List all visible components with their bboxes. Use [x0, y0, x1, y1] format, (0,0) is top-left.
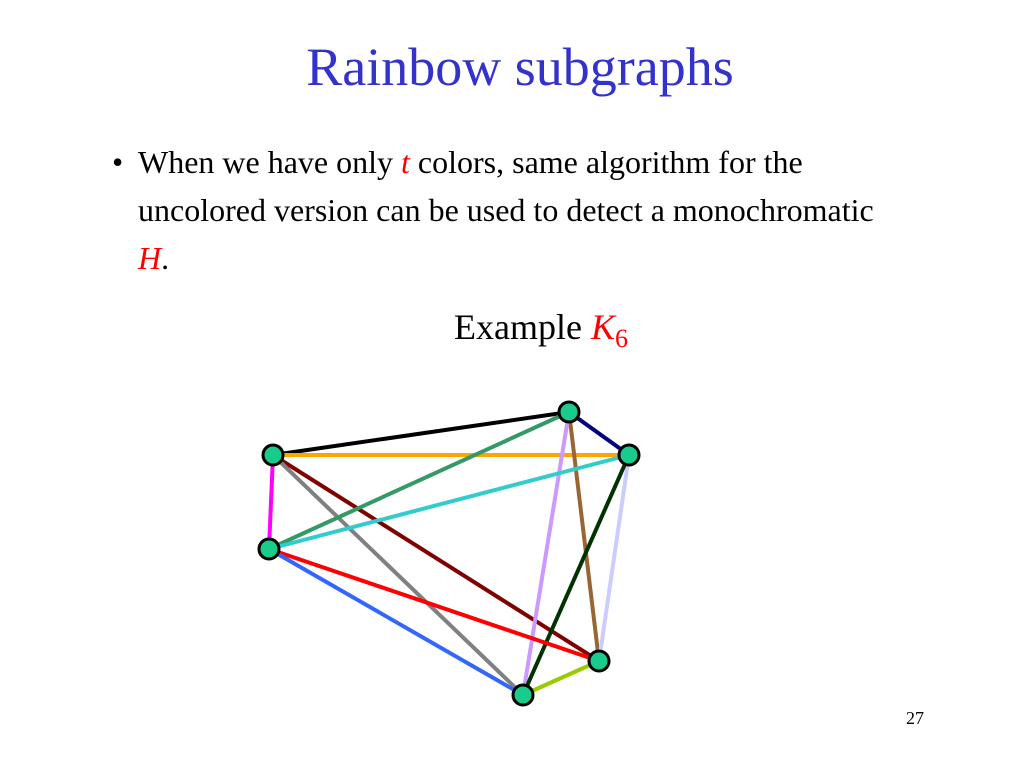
- vertex-f: [511, 683, 535, 707]
- bullet-text-end: .: [161, 240, 170, 276]
- edge-c-f: [521, 453, 631, 697]
- graph-letter: K: [590, 307, 615, 347]
- edge-a-e: [271, 453, 601, 663]
- slide-title: Rainbow subgraphs: [306, 37, 734, 97]
- bullet-text-start: When we have only: [138, 144, 402, 180]
- bullet-marker: •: [112, 144, 124, 180]
- edge-a-d: [267, 453, 275, 551]
- page-number: 27: [906, 708, 924, 728]
- emphasis-t: t: [401, 144, 410, 180]
- edge-a-f: [271, 453, 525, 697]
- edge-a-b: [271, 410, 571, 457]
- node-group: [257, 400, 641, 707]
- bullet-text: When we have only t colors, same algorit…: [138, 138, 912, 282]
- emphasis-h: H: [138, 240, 162, 276]
- edge-d-f: [267, 547, 525, 697]
- edge-group: [267, 410, 631, 697]
- vertex-d: [257, 537, 281, 561]
- edge-e-f: [521, 659, 601, 697]
- edge-b-d: [267, 410, 571, 551]
- edge-b-c: [567, 410, 631, 457]
- edge-d-e: [267, 547, 601, 663]
- vertex-c: [617, 443, 641, 467]
- edge-c-d: [267, 453, 631, 551]
- edge-b-e: [567, 410, 601, 663]
- vertex-b: [557, 400, 581, 424]
- edge-c-e: [597, 453, 631, 663]
- example-caption: Example K6: [454, 306, 628, 354]
- bullet-text-middle: colors, same algorithm for the uncolored…: [138, 144, 874, 228]
- vertex-a: [261, 443, 285, 467]
- vertex-e: [587, 649, 611, 673]
- edge-b-f: [521, 410, 571, 697]
- example-label: Example: [454, 307, 591, 347]
- graph-subscript: 6: [614, 324, 628, 353]
- bullet-item: • When we have only t colors, same algor…: [112, 138, 912, 282]
